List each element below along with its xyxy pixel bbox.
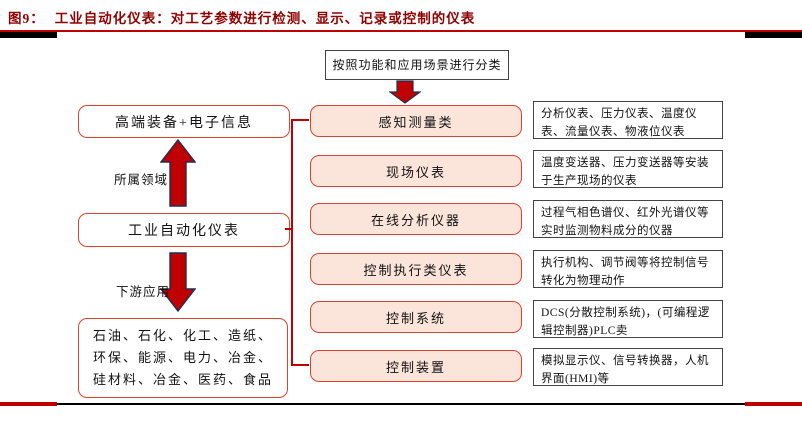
box-industrial-automation-instruments: 工业自动化仪表 (78, 213, 290, 247)
category-box-field-instruments: 现场仪表 (310, 155, 522, 187)
category-box-control-systems: 控制系统 (310, 301, 522, 333)
figure-title: 图9： 工业自动化仪表：对工艺参数进行检测、显示、记录或控制的仪表 (8, 7, 475, 27)
description-box-online-analyzers: 过程气相色谱仪、红外光谱仪等实时监测物料成分的仪器 (533, 200, 723, 238)
description-box-control-execution: 执行机构、调节阀等将控制信号转化为物理动作 (533, 250, 723, 288)
box-high-end-equipment: 高端装备+电子信息 (78, 105, 290, 138)
box-downstream-industries: 石油、石化、化工、造纸、环保、能源、电力、冶金、硅材料、冶金、医药、食品 (78, 318, 288, 398)
bracket-connector (285, 228, 293, 230)
footer-rule-cap-left (0, 402, 57, 406)
description-box-sensing-measurement: 分析仪表、压力仪表、温度仪表、流量仪表、物液位仪表 (533, 101, 723, 139)
description-box-control-systems: DCS(分散控制系统)，(可编程逻辑控制器)PLC卖 (533, 300, 723, 338)
header-rule (0, 30, 802, 32)
box-classification-header: 按照功能和应用场景进行分类 (325, 50, 509, 80)
bracket-top-stub (291, 119, 309, 121)
header-rule-cap-right (745, 32, 802, 38)
category-box-online-analyzers: 在线分析仪器 (310, 203, 522, 235)
footer-rule-cap-right (745, 402, 802, 406)
down-arrow (160, 252, 196, 312)
figure-number: 图9： (8, 11, 45, 26)
down-arrow-label: 下游应用 (116, 285, 171, 299)
category-box-control-execution: 控制执行类仪表 (310, 253, 522, 285)
category-box-control-devices: 控制装置 (310, 350, 522, 382)
bracket-bottom-stub (291, 364, 309, 366)
up-arrow-label: 所属领域 (114, 173, 169, 187)
category-box-sensing-measurement: 感知测量类 (310, 105, 522, 137)
description-box-field-instruments: 温度变送器、压力变送器等安装于生产现场的仪表 (533, 150, 723, 188)
figure-title-text: 工业自动化仪表：对工艺参数进行检测、显示、记录或控制的仪表 (54, 11, 476, 26)
classification-down-arrow (389, 80, 421, 104)
footer-rule (57, 403, 745, 405)
bracket-vertical-line (291, 119, 293, 366)
up-arrow (160, 139, 196, 207)
header-rule-cap-left (0, 32, 57, 38)
description-box-control-devices: 模拟显示仪、信号转换器，人机界面(HMI)等 (533, 348, 723, 386)
